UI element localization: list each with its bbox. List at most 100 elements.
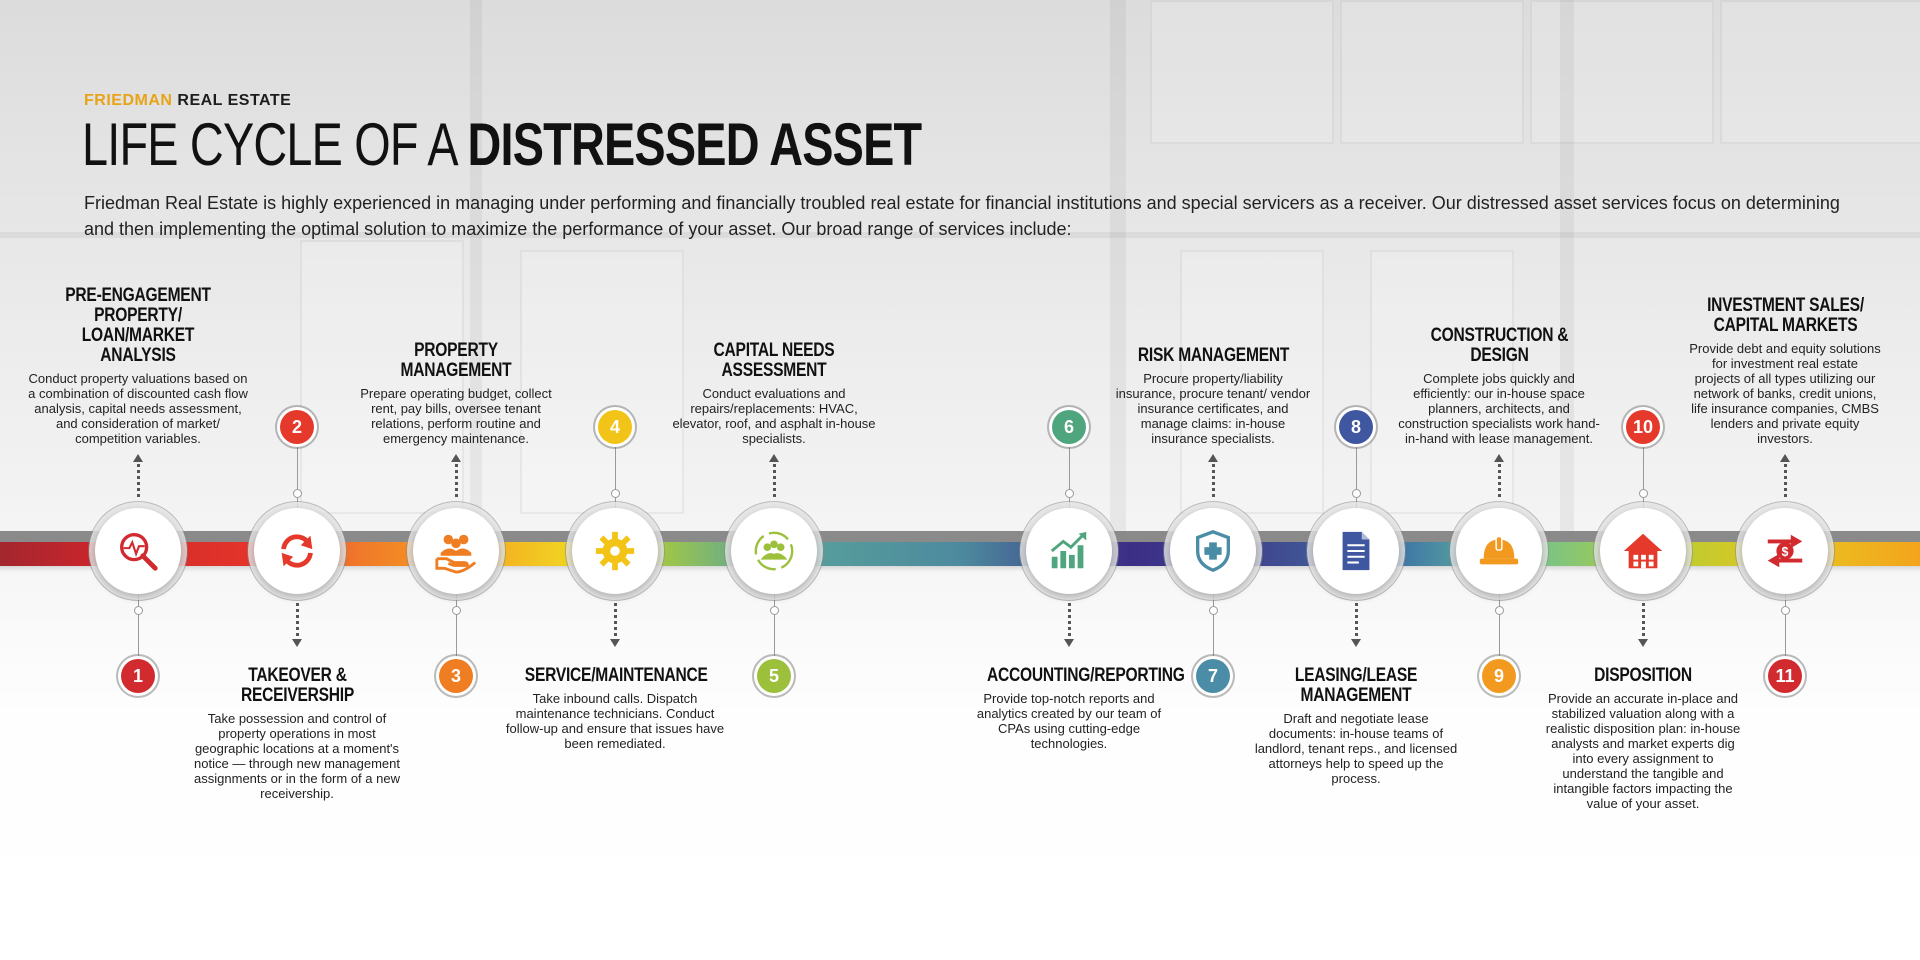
connector-dot (1495, 606, 1504, 615)
step-text: Provide top-notch reports and analytics … (976, 691, 1162, 751)
dotted-pointer (137, 464, 140, 500)
dotted-pointer (296, 603, 299, 639)
intro-text: Friedman Real Estate is highly experienc… (84, 193, 1840, 239)
badge-connector (1356, 444, 1357, 508)
step-text: Provide an accurate in-place and stabili… (1545, 691, 1741, 811)
connector-dot (134, 606, 143, 615)
step-text: Provide debt and equity solutions for in… (1689, 341, 1881, 446)
step-description-10: DISPOSITION Provide an accurate in-place… (1543, 666, 1743, 812)
step-title: CONSTRUCTION & DESIGN (1430, 325, 1568, 366)
step-text: Take inbound calls. Dispatch maintenance… (505, 691, 725, 751)
arrow-up-icon (1208, 454, 1218, 462)
connector-dot (1209, 606, 1218, 615)
connector-dot (1065, 489, 1074, 498)
step-title: PROPERTY MANAGEMENT (400, 340, 512, 381)
brand-part-1: FRIEDMAN (84, 92, 173, 109)
step-title: LEASING/LEASE MANAGEMENT (1294, 665, 1418, 706)
step-title: ACCOUNTING/REPORTING (987, 665, 1185, 686)
step-title: CAPITAL NEEDS ASSESSMENT (713, 340, 835, 381)
brand-part-2: REAL ESTATE (177, 92, 292, 109)
connector-dot (1352, 489, 1361, 498)
step-node-4 (572, 508, 658, 594)
arrow-down-icon (1351, 639, 1361, 647)
dotted-pointer (773, 464, 776, 500)
background-fade (0, 560, 1920, 960)
step-node-3 (413, 508, 499, 594)
step-description-7: RISK MANAGEMENT Procure property/liabili… (1115, 345, 1311, 447)
brand-name: FRIEDMAN REAL ESTATE (84, 92, 291, 110)
dotted-pointer (1784, 464, 1787, 500)
svg-text:$: $ (1782, 545, 1789, 559)
connector-dot (770, 606, 779, 615)
step-node-2 (254, 508, 340, 594)
dollar-exchange-icon: $ (1762, 528, 1808, 574)
step-number-badge: 3 (439, 659, 473, 693)
step-text: Draft and negotiate lease documents: in-… (1254, 711, 1458, 786)
badge-connector (456, 594, 457, 659)
step-title: PRE-ENGAGEMENT PROPERTY/ LOAN/MARKET ANA… (65, 285, 211, 366)
people-hand-icon (433, 528, 479, 574)
step-number-badge: 2 (280, 410, 314, 444)
group-cycle-icon (751, 528, 797, 574)
growth-chart-icon (1046, 528, 1092, 574)
dotted-pointer (1068, 603, 1071, 639)
step-node-6 (1026, 508, 1112, 594)
step-text: Procure property/liability insurance, pr… (1115, 371, 1311, 446)
badge-connector (1213, 594, 1214, 659)
step-number-badge: 5 (757, 659, 791, 693)
badge-connector (297, 444, 298, 508)
arrow-down-icon (1638, 639, 1648, 647)
timeline-band-shadow (0, 566, 1920, 572)
step-node-5 (731, 508, 817, 594)
step-number-badge: 10 (1626, 410, 1660, 444)
dotted-pointer (614, 603, 617, 639)
step-number-badge: 7 (1196, 659, 1230, 693)
connector-dot (1639, 489, 1648, 498)
dotted-pointer (1212, 464, 1215, 500)
step-description-9: CONSTRUCTION & DESIGN Complete jobs quic… (1397, 325, 1602, 447)
badge-connector (1643, 444, 1644, 508)
title-part-2: DISTRESSED ASSET (467, 111, 922, 178)
step-title: INVESTMENT SALES/ CAPITAL MARKETS (1706, 295, 1864, 336)
step-description-2: TAKEOVER & RECEIVERSHIP Take possession … (190, 666, 405, 802)
arrow-down-icon (292, 639, 302, 647)
step-text: Take possession and control of property … (194, 711, 400, 801)
timeline-band-gray (0, 531, 1920, 542)
step-description-5: CAPITAL NEEDS ASSESSMENT Conduct evaluat… (669, 340, 879, 447)
step-number-badge: 8 (1339, 410, 1373, 444)
dotted-pointer (1355, 603, 1358, 639)
arrow-up-icon (1780, 454, 1790, 462)
shield-cross-icon (1190, 528, 1236, 574)
step-text: Conduct evaluations and repairs/replacem… (672, 386, 876, 446)
dotted-pointer (455, 464, 458, 500)
step-description-6: ACCOUNTING/REPORTING Provide top-notch r… (969, 665, 1185, 752)
step-node-7 (1170, 508, 1256, 594)
badge-connector (615, 444, 616, 508)
badge-connector (774, 594, 775, 659)
step-description-8: LEASING/LEASE MANAGEMENT Draft and negot… (1251, 665, 1461, 787)
arrow-up-icon (133, 454, 143, 462)
refresh-arrows-icon (274, 528, 320, 574)
step-number-badge: 11 (1768, 659, 1802, 693)
dotted-pointer (1498, 464, 1501, 500)
step-title: SERVICE/MAINTENANCE (524, 665, 708, 686)
step-number-badge: 9 (1482, 659, 1516, 693)
step-description-4: SERVICE/MAINTENANCE Take inbound calls. … (505, 665, 725, 752)
step-node-8 (1313, 508, 1399, 594)
step-node-9 (1456, 508, 1542, 594)
magnifier-chart-icon (115, 528, 161, 574)
step-number-badge: 1 (121, 659, 155, 693)
connector-dot (611, 489, 620, 498)
arrow-down-icon (1064, 639, 1074, 647)
badge-connector (1785, 594, 1786, 659)
step-text: Conduct property valuations based on a c… (28, 371, 248, 446)
connector-dot (293, 489, 302, 498)
house-icon (1620, 528, 1666, 574)
connector-dot (1781, 606, 1790, 615)
hard-hat-icon (1476, 528, 1522, 574)
gear-icon (592, 528, 638, 574)
step-description-1: PRE-ENGAGEMENT PROPERTY/ LOAN/MARKET ANA… (28, 285, 248, 447)
step-title: RISK MANAGEMENT (1137, 345, 1289, 366)
step-description-3: PROPERTY MANAGEMENT Prepare operating bu… (351, 340, 561, 447)
step-node-10 (1600, 508, 1686, 594)
